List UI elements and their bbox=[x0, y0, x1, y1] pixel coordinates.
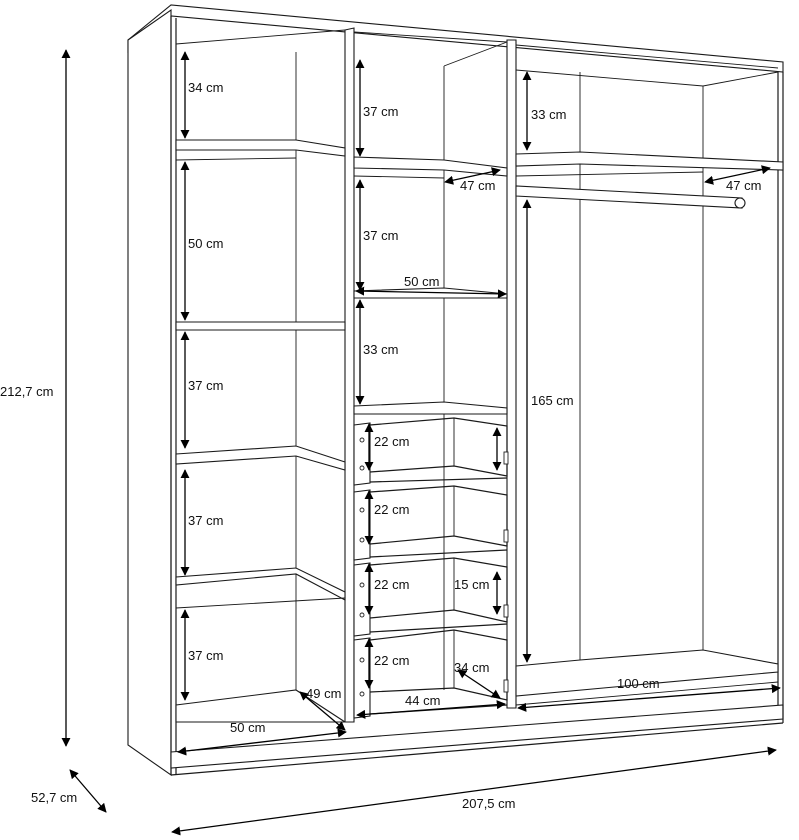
drawer-1 bbox=[353, 417, 509, 486]
total-width-label: 207,5 cm bbox=[462, 796, 515, 811]
middle-shelf-2-label: 37 cm bbox=[363, 228, 398, 243]
total-depth-arrow bbox=[69, 769, 107, 813]
middle-shelf-1-label: 37 cm bbox=[363, 104, 398, 119]
left-shelf-1 bbox=[175, 139, 346, 157]
drawer-inner-height-label: 15 cm bbox=[454, 577, 489, 592]
left-depth-label: 49 cm bbox=[306, 686, 341, 701]
left-width-label: 50 cm bbox=[230, 720, 265, 735]
drawer-3-label: 22 cm bbox=[374, 577, 409, 592]
drawer-depth-label: 34 cm bbox=[454, 660, 489, 675]
left-shelf-2 bbox=[175, 321, 346, 331]
total-height-label: 212,7 cm bbox=[0, 384, 53, 399]
drawer-3 bbox=[353, 557, 509, 637]
right-width-label: 100 cm bbox=[617, 676, 660, 691]
left-shelf-2-label: 50 cm bbox=[188, 236, 223, 251]
right-compartment bbox=[515, 151, 784, 706]
drawer-4-label: 22 cm bbox=[374, 653, 409, 668]
drawer-2 bbox=[353, 485, 509, 561]
dimension-lines bbox=[61, 49, 781, 836]
left-compartment bbox=[175, 139, 347, 723]
middle-shelf-width-label: 50 cm bbox=[404, 274, 439, 289]
right-top-shelf-label: 33 cm bbox=[531, 107, 566, 122]
hanging-rail bbox=[515, 185, 743, 209]
right-shelf-depth-label: 47 cm bbox=[726, 178, 761, 193]
total-width-arrow bbox=[171, 746, 777, 836]
total-depth-label: 52,7 cm bbox=[31, 790, 77, 805]
left-shelf-3-label: 37 cm bbox=[188, 378, 223, 393]
hanging-height-label: 165 cm bbox=[531, 393, 574, 408]
drawer-2-label: 22 cm bbox=[374, 502, 409, 517]
wardrobe-carcass bbox=[127, 4, 784, 777]
left-shelf-5-label: 37 cm bbox=[188, 648, 223, 663]
left-shelf-4 bbox=[175, 567, 346, 601]
left-shelf-3 bbox=[175, 445, 346, 471]
middle-shelf-3 bbox=[353, 401, 508, 415]
left-shelf-1-label: 34 cm bbox=[188, 80, 223, 95]
dimension-labels: 212,7 cm 52,7 cm 207,5 cm 34 cm 50 cm 37… bbox=[0, 80, 761, 811]
left-shelf-4-label: 37 cm bbox=[188, 513, 223, 528]
middle-shelf-3-label: 33 cm bbox=[363, 342, 398, 357]
drawer-width-label: 44 cm bbox=[405, 693, 440, 708]
middle-shelf-depth-label: 47 cm bbox=[460, 178, 495, 193]
drawer-1-label: 22 cm bbox=[374, 434, 409, 449]
right-top-shelf bbox=[515, 151, 784, 171]
